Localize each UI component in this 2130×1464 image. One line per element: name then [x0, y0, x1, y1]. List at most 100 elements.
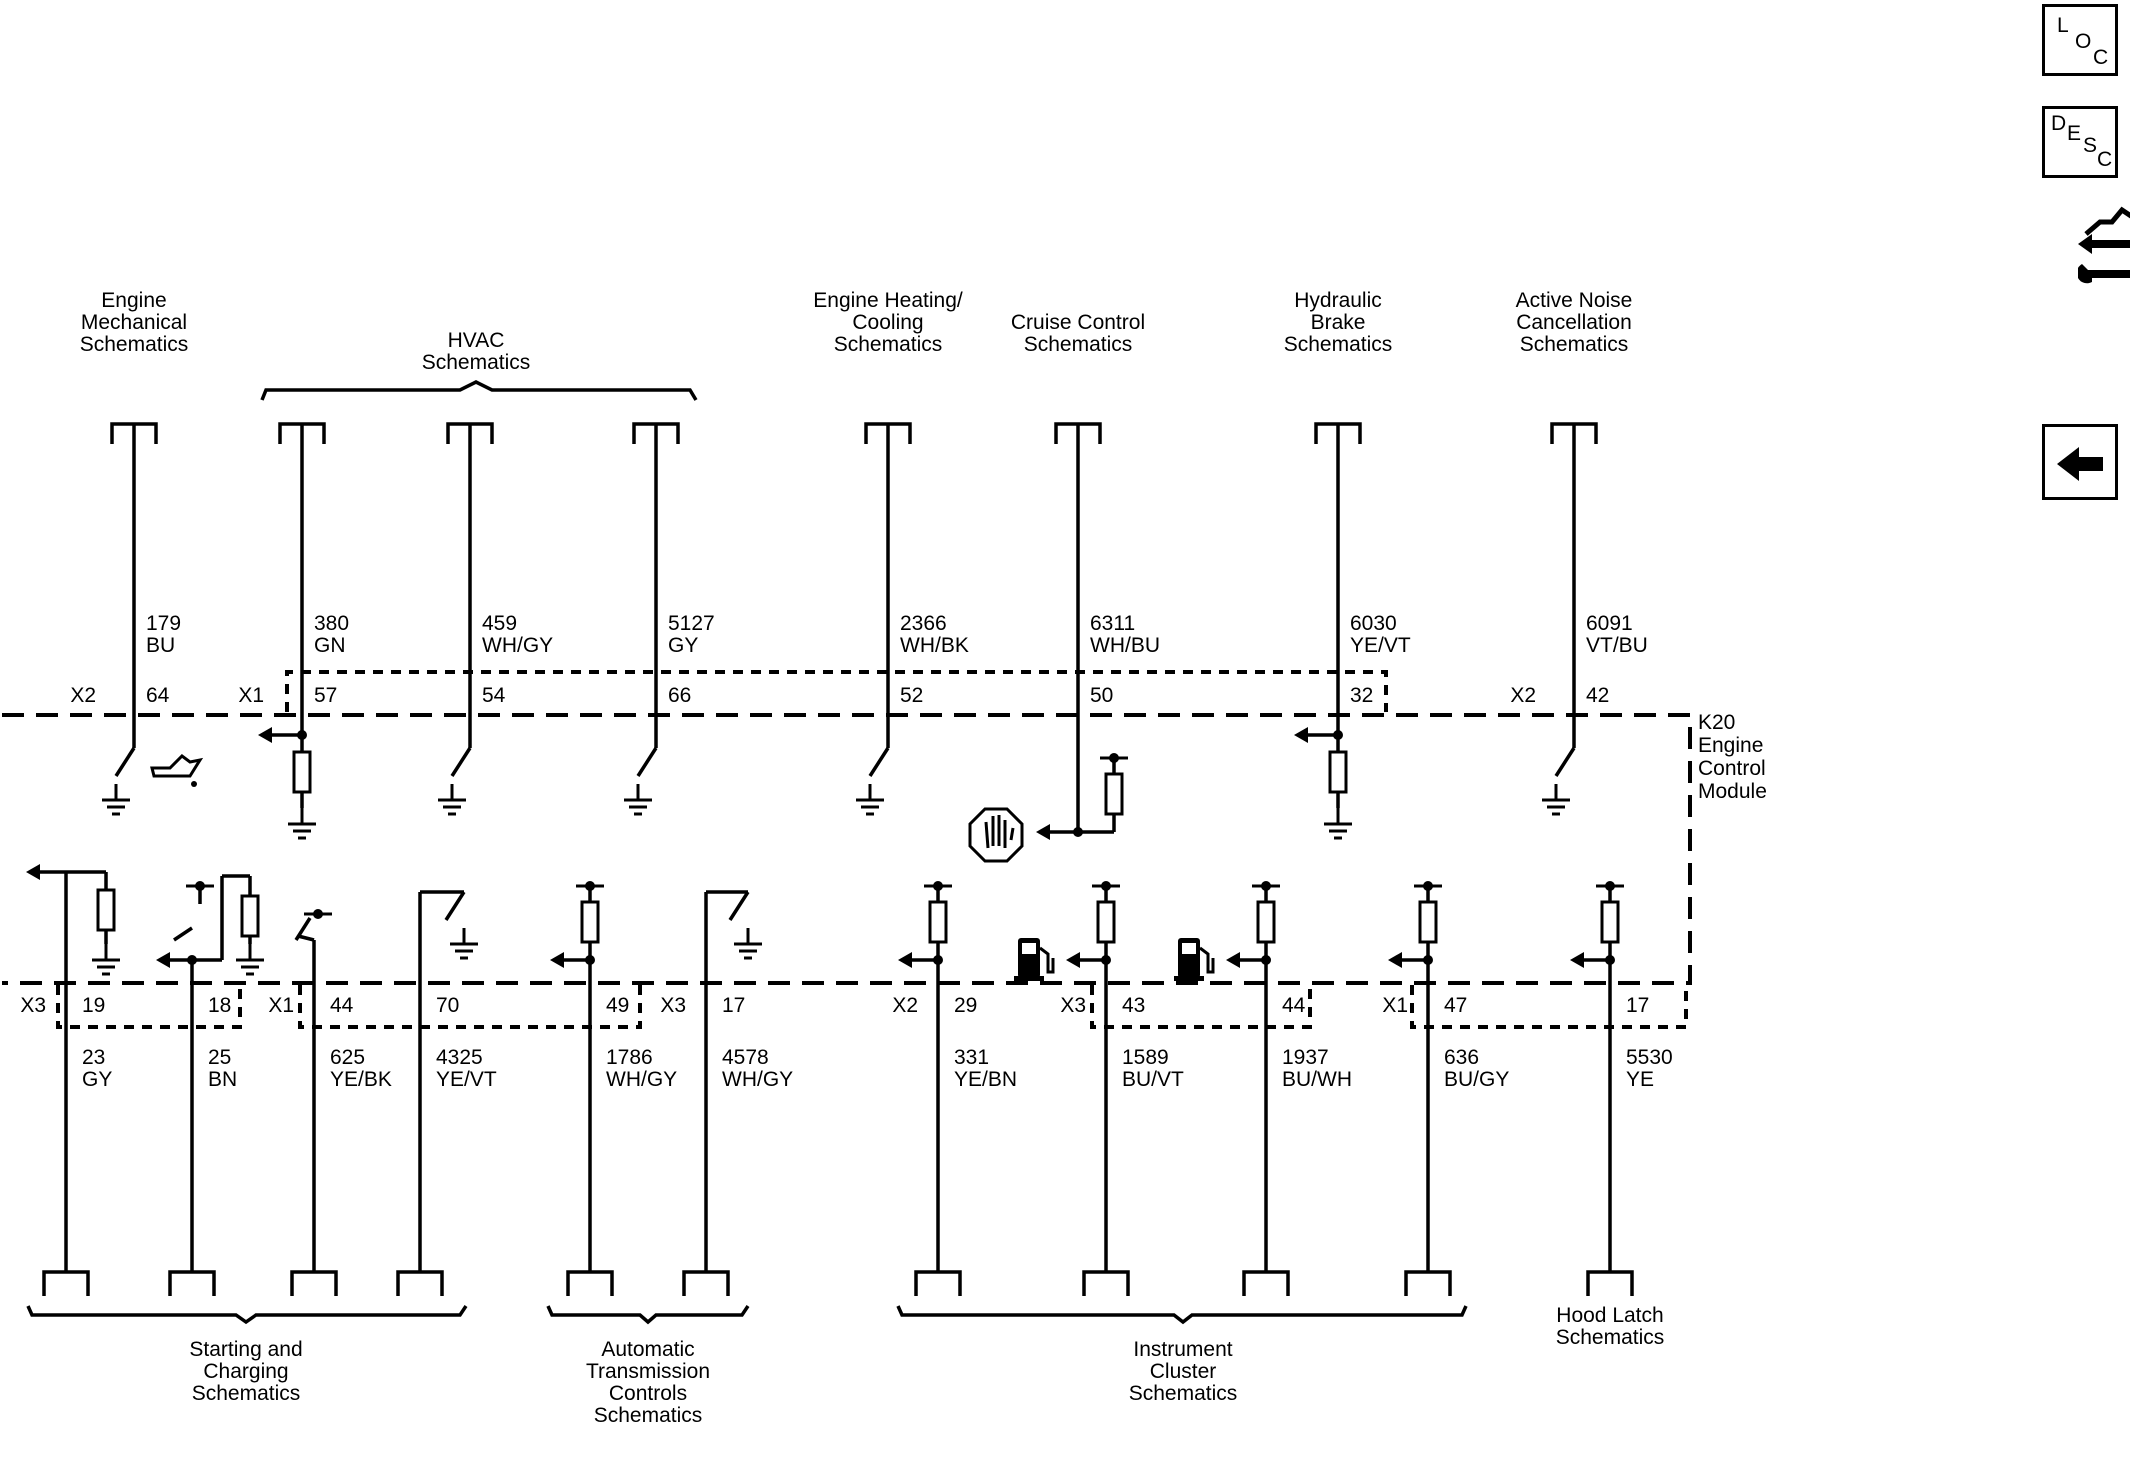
- loc-letter-l: L: [2057, 14, 2069, 37]
- desc-letter-c: C: [2097, 148, 2113, 171]
- circuit-23-connector-id: X3: [20, 994, 46, 1017]
- circuit-25-pin: 18: [208, 994, 231, 1017]
- circuit-1589-pin: 43: [1122, 994, 1145, 1017]
- fuel-pump-icon-2: [1172, 936, 1215, 983]
- circuit-6311-connector: [1054, 422, 1102, 444]
- circuit-4578-number: 4578: [722, 1046, 769, 1069]
- circuit-6030-dest-label-1: Brake: [1311, 311, 1366, 334]
- back-button[interactable]: [2042, 424, 2118, 500]
- loc-letter-o: O: [2075, 30, 2092, 53]
- circuit-459-switch: [450, 747, 472, 777]
- desc-button[interactable]: D E S C: [2042, 106, 2118, 178]
- circuit-459-number: 459: [482, 612, 517, 635]
- circuit-25-ground: [234, 942, 266, 976]
- desc-letter-d: D: [2051, 112, 2067, 135]
- circuit-1589-color: BU/VT: [1122, 1068, 1184, 1091]
- circuit-380-input-arrow-head: [258, 727, 272, 743]
- circuit-23-ground: [90, 942, 122, 976]
- circuit-636-pin: 47: [1444, 994, 1467, 1017]
- circuit-25-color: BN: [208, 1068, 237, 1091]
- circuit-4578-color: WH/GY: [722, 1068, 793, 1091]
- circuit-179-dest-label-1: Mechanical: [81, 311, 187, 334]
- circuit-4325-connector: [396, 1270, 444, 1298]
- circuit-331-connector-id: X2: [892, 994, 918, 1017]
- circuit-5127-connector: [632, 422, 680, 444]
- x1-connector-box-bottom-b: [1410, 985, 1688, 1029]
- circuit-6030-ground: [1322, 806, 1354, 840]
- circuit-1589-resistor: [1096, 900, 1116, 944]
- circuit-25-switch: [173, 926, 193, 942]
- module-label-3: Control: [1698, 757, 1766, 780]
- circuit-5530-color: YE: [1626, 1068, 1654, 1091]
- circuit-636-resistor: [1418, 900, 1438, 944]
- circuit-1786-color: WH/GY: [606, 1068, 677, 1091]
- circuit-23-color: GY: [82, 1068, 112, 1091]
- circuit-1589-connector: [1082, 1270, 1130, 1298]
- circuit-6091-connector-id: X2: [1510, 684, 1536, 707]
- circuit-1937-input-arrow-head: [1226, 952, 1240, 968]
- circuit-5127-ground: [622, 782, 654, 816]
- module-boundary: [2, 713, 1692, 985]
- circuit-6311-color: WH/BU: [1090, 634, 1160, 657]
- loc-button[interactable]: L O C: [2042, 4, 2118, 76]
- circuit-6030-connector: [1314, 422, 1362, 444]
- circuit-6030-input-arrow-head: [1294, 727, 1308, 743]
- circuit-1937-number: 1937: [1282, 1046, 1329, 1069]
- x3-connector-box-bottom-a: [56, 985, 242, 1029]
- arrow-left-icon: [2057, 447, 2103, 481]
- circuit-1589-number: 1589: [1122, 1046, 1169, 1069]
- circuit-625-connector-id: X1: [268, 994, 294, 1017]
- connector-wrench-icon[interactable]: [2076, 204, 2130, 300]
- x1-connector-box-top: [285, 670, 1388, 712]
- circuit-179-switch: [114, 747, 136, 777]
- circuit-4578-pin: 17: [722, 994, 745, 1017]
- oil-drop: [191, 781, 197, 787]
- circuit-5127-number: 5127: [668, 612, 715, 635]
- circuit-1786-pin: 49: [606, 994, 629, 1017]
- circuit-380-connector-id: X1: [238, 684, 264, 707]
- circuit-331-resistor: [928, 900, 948, 944]
- circuit-6091-color: VT/BU: [1586, 634, 1648, 657]
- desc-letter-s: S: [2083, 134, 2098, 157]
- circuit-1937-color: BU/WH: [1282, 1068, 1352, 1091]
- circuit-6311-dest-label-1: Schematics: [1024, 333, 1133, 356]
- circuit-6091-number: 6091: [1586, 612, 1633, 635]
- circuit-2366-connector: [864, 422, 912, 444]
- circuit-331-input-arrow-head: [898, 952, 912, 968]
- circuit-5127-color: GY: [668, 634, 698, 657]
- circuit-5530-input-arrow-head: [1570, 952, 1584, 968]
- hvac-label-2: Schematics: [422, 351, 531, 374]
- circuit-23-connector: [42, 1270, 90, 1298]
- circuit-1786-number: 1786: [606, 1046, 653, 1069]
- circuit-4325-pin: 70: [436, 994, 459, 1017]
- hvac-label-1: HVAC: [448, 329, 505, 352]
- circuit-5127-switch: [636, 747, 658, 777]
- circuit-4578-switch: [728, 891, 750, 921]
- circuit-636-color: BU/GY: [1444, 1068, 1509, 1091]
- oil-pressure-icon: [150, 754, 204, 787]
- circuit-25-resistor: [240, 894, 260, 938]
- loc-letter-c: C: [2093, 46, 2109, 69]
- trans-controls-brace: [546, 1305, 750, 1325]
- circuit-625-color: YE/BK: [330, 1068, 392, 1091]
- x1-connector-box-bottom: [298, 985, 642, 1029]
- circuit-625-switch: [297, 934, 315, 942]
- circuit-1937-connector: [1242, 1270, 1290, 1298]
- circuit-25-number: 25: [208, 1046, 231, 1069]
- circuit-4325-color: YE/VT: [436, 1068, 497, 1091]
- circuit-625-number: 625: [330, 1046, 365, 1069]
- circuit-380-connector: [278, 422, 326, 444]
- oil-can-body: [150, 754, 204, 778]
- circuit-636-connector: [1404, 1270, 1452, 1298]
- circuit-625-pin: 44: [330, 994, 354, 1017]
- bottom-group-2-label-1: Cluster: [1150, 1360, 1217, 1383]
- circuit-5530-pin: 17: [1626, 994, 1649, 1017]
- circuit-6030-dest-label-2: Schematics: [1284, 333, 1393, 356]
- circuit-459-connector: [446, 422, 494, 444]
- circuit-6311-number: 6311: [1090, 612, 1135, 635]
- circuit-5530-connector: [1586, 1270, 1634, 1298]
- instrument-cluster-brace: [896, 1305, 1468, 1325]
- circuit-6091-pin: 42: [1586, 684, 1609, 707]
- circuit-331-color: YE/BN: [954, 1068, 1017, 1091]
